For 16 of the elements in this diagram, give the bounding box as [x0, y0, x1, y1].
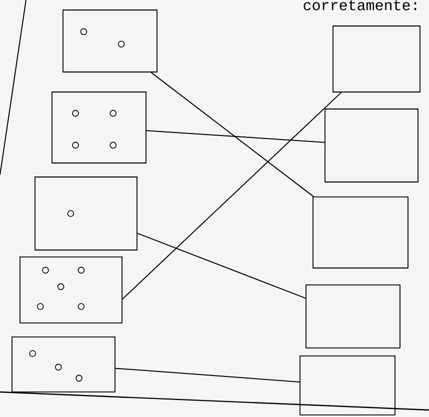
answer-box [52, 92, 146, 164]
matching-line [146, 130, 326, 143]
matching-line [114, 368, 300, 382]
answer-box [62, 10, 158, 72]
answer-box [332, 26, 420, 92]
answer-box [20, 256, 122, 324]
matching-line [150, 72, 314, 198]
answer-box [12, 336, 116, 392]
answer-box [300, 356, 396, 416]
instruction-text: corretamente: [304, 0, 416, 10]
answer-box [312, 196, 408, 268]
answer-box [306, 284, 400, 348]
answer-box [34, 176, 138, 250]
matching-line [122, 92, 342, 300]
matching-line [136, 232, 306, 299]
answer-box [324, 108, 418, 182]
